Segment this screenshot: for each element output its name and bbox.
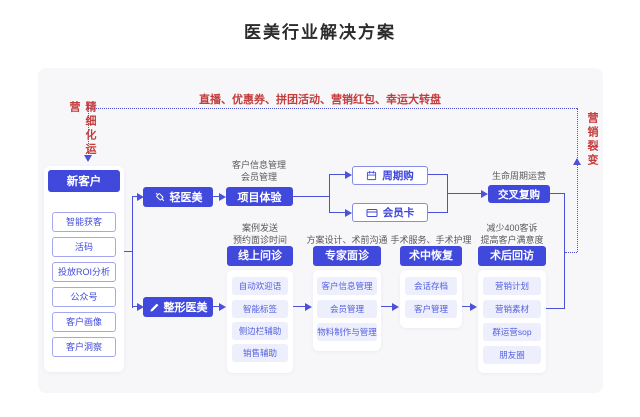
arrow-right-icon xyxy=(470,303,477,311)
stage-note: 案例发送 预约面诊时间 xyxy=(232,223,287,245)
stage-item: 物料制作与管理 xyxy=(317,323,377,341)
connector-line xyxy=(329,174,330,213)
tool-chip: 投放ROI分析 xyxy=(52,262,116,282)
arrow-up-icon xyxy=(573,158,581,165)
loop-line-right xyxy=(577,108,578,252)
connector-line xyxy=(293,306,305,307)
stage-item: 客户管理 xyxy=(405,300,457,318)
stage-header: 专家面诊 xyxy=(313,246,381,266)
arrow-right-icon xyxy=(137,193,144,201)
connector-line xyxy=(329,174,345,175)
loop-line-left xyxy=(88,108,89,154)
arrow-right-icon xyxy=(137,303,144,311)
stage-item: 智能标签 xyxy=(232,300,288,318)
connector-line xyxy=(381,306,392,307)
stage-item: 自动欢迎语 xyxy=(232,277,288,295)
arrow-right-icon xyxy=(305,303,312,311)
marketing-fission-label: 营销裂变 xyxy=(586,112,598,168)
connector-line xyxy=(213,196,219,197)
plastic-surgery-entry: 整形医美 xyxy=(143,297,213,317)
tool-chip: 公众号 xyxy=(52,287,116,307)
connector-line xyxy=(462,306,470,307)
stage-item: 侧边栏辅助 xyxy=(232,322,288,340)
stage-note: 方案设计、术前沟通 xyxy=(306,235,388,245)
page-title: 医美行业解决方案 xyxy=(244,23,396,42)
light-beauty-entry: 轻医美 xyxy=(143,187,213,207)
stage-item: 营销素材 xyxy=(483,300,541,318)
connector-line xyxy=(550,193,565,194)
project-experience-box: 项目体验 xyxy=(226,187,293,206)
card-icon xyxy=(366,207,378,219)
lifecycle-note: 生命周期运营 xyxy=(491,171,546,181)
connector-line xyxy=(132,306,138,307)
new-customer-label: 新客户 xyxy=(66,176,102,188)
arrow-right-icon xyxy=(345,171,352,179)
stage-note: 减少400客诉 提高客户满意度 xyxy=(480,223,544,245)
marketing-banner-text: 直播、优惠券、拼团活动、营销红包、幸运大转盘 xyxy=(199,94,441,106)
stage-item: 营销计划 xyxy=(483,277,541,295)
stage-item: 客户信息管理 xyxy=(317,277,377,295)
tool-chip: 智能获客 xyxy=(52,212,116,232)
arrow-right-icon xyxy=(481,190,488,198)
refined-operation-label: 精细化运营 xyxy=(68,101,96,157)
connector-line xyxy=(541,308,565,309)
experience-note: 客户信息管理 会员管理 xyxy=(231,160,286,182)
connector-line xyxy=(293,196,330,197)
connector-line xyxy=(132,196,133,308)
pen-icon xyxy=(149,302,160,313)
connector-line xyxy=(564,193,565,309)
arrow-right-icon xyxy=(392,303,399,311)
stage-note: 手术服务、手术护理 xyxy=(390,235,472,245)
connector-line xyxy=(329,212,345,213)
arrow-down-icon xyxy=(84,155,92,162)
light-beauty-label: 轻医美 xyxy=(169,192,203,204)
stage-item: 会话存档 xyxy=(405,277,457,295)
cycle-purchase-box: 周期购 xyxy=(352,166,428,185)
connector-line xyxy=(124,251,133,252)
calendar-icon xyxy=(366,170,377,181)
stage-item: 朋友圈 xyxy=(483,346,541,364)
member-card-box: 会员卡 xyxy=(352,203,428,222)
new-customer-header: 新客户 xyxy=(48,170,120,192)
tool-chip: 客户洞察 xyxy=(52,337,116,357)
syringe-icon xyxy=(154,191,166,203)
stage-header: 术后回访 xyxy=(478,246,546,266)
arrow-right-icon xyxy=(345,209,352,217)
connector-line xyxy=(132,196,138,197)
tool-chip: 客户画像 xyxy=(52,312,116,332)
stage-header: 线上问诊 xyxy=(227,246,293,266)
stage-item: 群运营sop xyxy=(483,323,541,341)
connector-line xyxy=(428,174,448,175)
loop-line-stub xyxy=(565,252,577,253)
cross-repurchase-box: 交叉复购 xyxy=(488,185,550,203)
arrow-right-icon xyxy=(219,303,226,311)
arrow-right-icon xyxy=(219,193,226,201)
stage-item: 销售辅助 xyxy=(232,344,288,362)
stage-item: 会员管理 xyxy=(317,300,377,318)
connector-line xyxy=(428,212,448,213)
loop-line-top xyxy=(88,108,577,109)
tool-chip: 活码 xyxy=(52,237,116,257)
connector-line xyxy=(213,306,219,307)
connector-line xyxy=(447,193,481,194)
stage-header: 术中恢复 xyxy=(400,246,462,266)
